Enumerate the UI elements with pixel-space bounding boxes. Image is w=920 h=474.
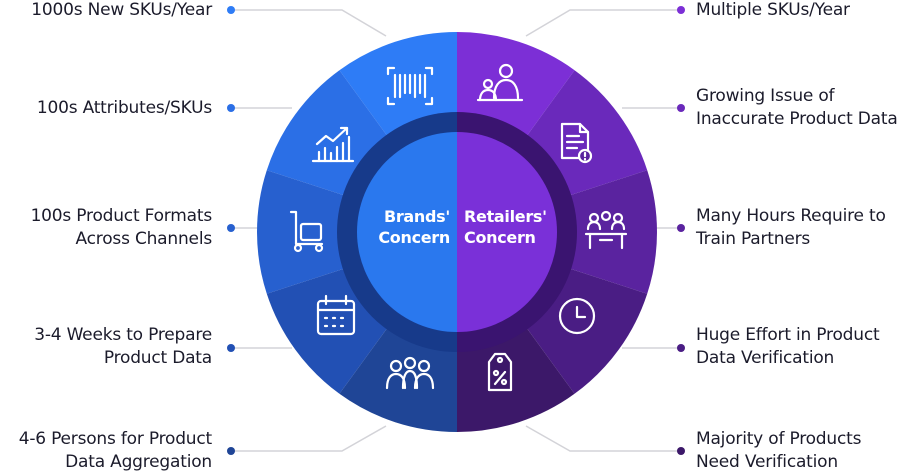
brands-dot-2 <box>227 104 235 112</box>
brands-core <box>357 132 457 332</box>
calendar-icon <box>316 294 356 336</box>
retailers-dot-1 <box>677 6 685 14</box>
retailers-concern-label: Retailers' Concern <box>464 207 547 247</box>
barcode-icon <box>386 66 434 106</box>
brands-dot-4 <box>227 344 235 352</box>
retailers-concern-2: Growing Issue of Inaccurate Product Data <box>696 86 898 129</box>
price-tag-percent-icon <box>487 352 513 392</box>
retailers-connector-1 <box>525 9 681 37</box>
brands-concern-label: Brands' Concern <box>378 207 450 247</box>
retailers-concern-4: Huge Effort in Product Data Verification <box>696 325 880 368</box>
retailers-dot-2 <box>677 104 685 112</box>
brands-concern-3: 100s Product Formats Across Channels <box>30 206 213 249</box>
brands-dot-3 <box>227 224 235 232</box>
team-icon <box>385 356 435 390</box>
meeting-presenter-icon <box>476 63 524 102</box>
training-group-icon <box>584 210 628 250</box>
retailers-core <box>457 132 557 332</box>
clock-icon <box>558 297 596 335</box>
retailers-dot-3 <box>677 224 685 232</box>
retailers-dot-4 <box>677 344 685 352</box>
brands-connector-5 <box>231 425 387 452</box>
retailers-concern-3: Many Hours Require to Train Partners <box>696 206 886 249</box>
retailers-connector-5 <box>525 425 681 452</box>
hand-truck-icon <box>289 210 324 253</box>
brands-concern-2: 100s Attributes/SKUs <box>36 98 212 118</box>
center-core <box>357 132 557 332</box>
connector-lines <box>227 6 685 455</box>
brands-dot-1 <box>227 6 235 14</box>
brands-connector-1 <box>231 9 387 37</box>
retailers-concern-5: Majority of Products Need Verification <box>696 429 862 472</box>
brands-concern-1: 1000s New SKUs/Year <box>31 0 212 20</box>
segment-icons <box>289 63 628 392</box>
growth-chart-icon <box>311 126 355 163</box>
brands-concern-5: 4-6 Persons for Product Data Aggregation <box>18 429 212 472</box>
retailers-dot-5 <box>677 447 685 455</box>
brands-dot-5 <box>227 447 235 455</box>
retailers-concern-1: Multiple SKUs/Year <box>696 0 850 20</box>
document-alert-icon <box>560 122 593 164</box>
brands-concern-4: 3-4 Weeks to Prepare Product Data <box>34 325 212 368</box>
